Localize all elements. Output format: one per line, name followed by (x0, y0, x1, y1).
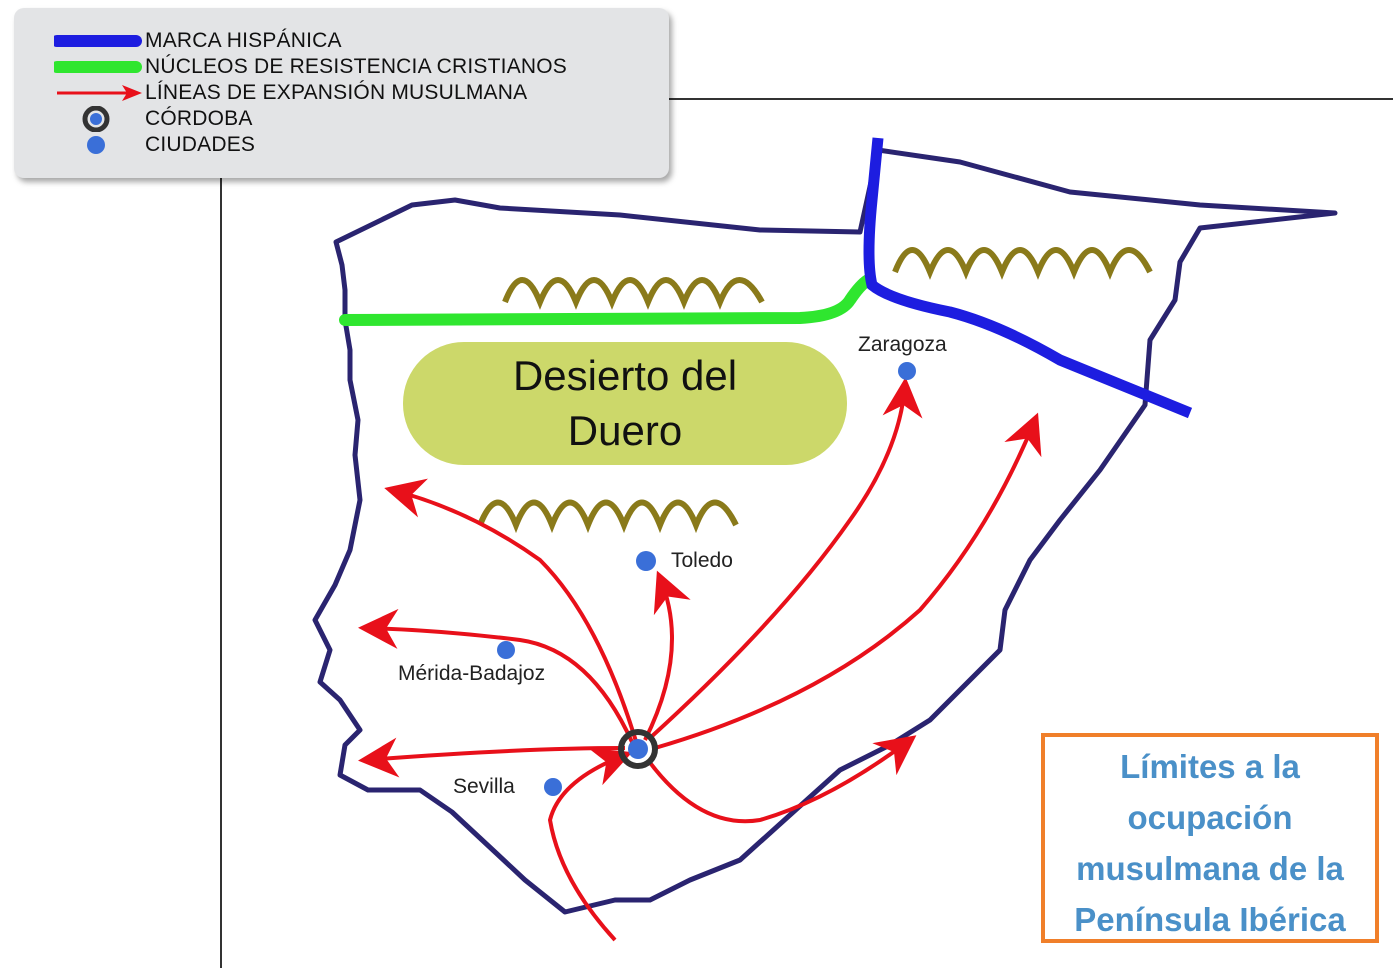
legend: MARCA HISPÁNICA NÚCLEOS DE RESISTENCIA C… (14, 8, 669, 178)
title-box: Límites a la ocupación musulmana de la P… (1041, 733, 1379, 943)
legend-item-ciudades: CIUDADES (14, 132, 669, 158)
merida-badajoz-label: Mérida-Badajoz (398, 662, 546, 685)
legend-label: MARCA HISPÁNICA (145, 29, 342, 52)
sevilla-dot (544, 778, 562, 796)
arrow-to-toledo (643, 570, 691, 741)
arrow-to-east (654, 412, 1042, 750)
peninsula-outline (312, 147, 1338, 915)
legend-item-lineas-expansion: LÍNEAS DE EXPANSIÓN MUSULMANA (14, 80, 669, 106)
mountains-north (502, 277, 765, 310)
legend-label: NÚCLEOS DE RESISTENCIA CRISTIANOS (145, 55, 568, 78)
legend-item-marca-hispanica: MARCA HISPÁNICA (14, 28, 669, 54)
toledo-dot (636, 551, 656, 571)
map-title: Límites a la ocupación musulmana de la P… (1045, 741, 1375, 945)
title-line-1: Límites a la (1120, 748, 1300, 785)
map-frame (220, 98, 1393, 968)
sevilla-label: Sevilla (453, 775, 515, 798)
title-line-3: musulmana de la (1076, 850, 1344, 887)
legend-item-cordoba: CÓRDOBA (14, 106, 669, 132)
title-line-4: Península Ibérica (1074, 901, 1346, 938)
desierto-label-line-2: Duero (567, 407, 683, 454)
arrow-from-south (547, 747, 633, 942)
arrow-to-zaragoza (648, 377, 923, 740)
marca-hispanica-line (863, 137, 1193, 419)
red-arrow-icon (57, 85, 142, 101)
legend-label: CÓRDOBA (145, 107, 253, 130)
mountains-northeast (892, 247, 1153, 280)
nucleos-resistencia-line (339, 274, 874, 326)
legend-label: CIUDADES (145, 133, 256, 156)
desierto-label-line-1: Desierto del (512, 352, 738, 399)
toledo-label: Toledo (671, 549, 733, 572)
zaragoza-dot (898, 362, 916, 380)
desierto-del-duero-label: Desierto del Duero (403, 348, 847, 458)
legend-item-nucleos: NÚCLEOS DE RESISTENCIA CRISTIANOS (14, 54, 669, 80)
arrow-to-west (358, 608, 634, 743)
cordoba-ring (618, 729, 658, 769)
cordoba-dot (628, 739, 648, 759)
title-line-2: ocupación (1127, 799, 1293, 836)
mountains-south (477, 499, 739, 534)
merida-badajoz-dot (497, 641, 515, 659)
cordoba-symbol-icon (82, 106, 110, 132)
legend-label: LÍNEAS DE EXPANSIÓN MUSULMANA (145, 81, 528, 104)
arrow-to-southeast (646, 735, 917, 824)
expansion-arrows (358, 377, 1042, 942)
city-dot-icon (87, 136, 105, 154)
desierto-del-duero-area (403, 342, 847, 465)
blue-line-icon (54, 35, 142, 47)
zaragoza-label: Zaragoza (858, 333, 947, 356)
arrow-to-northwest (384, 478, 640, 749)
green-line-icon (54, 61, 142, 73)
